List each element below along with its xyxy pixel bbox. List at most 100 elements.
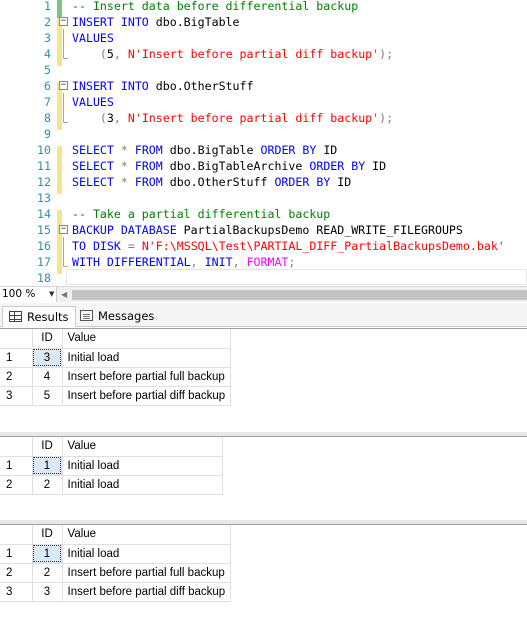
code-line[interactable]: 8 (3, N'Insert before partial diff backu…	[0, 110, 527, 126]
results-tabstrip: Results Messages	[0, 303, 527, 327]
row-number[interactable]: 2	[0, 563, 33, 583]
line-number: 16	[37, 239, 51, 253]
fold-guide	[63, 237, 64, 266]
row-number[interactable]: 2	[0, 367, 33, 387]
tab-messages-label: Messages	[98, 309, 155, 323]
id-cell[interactable]: 3	[32, 348, 63, 368]
value-cell[interactable]: Initial load	[62, 475, 223, 495]
id-cell[interactable]: 1	[32, 456, 63, 476]
row-number[interactable]: 3	[0, 582, 33, 602]
tab-results[interactable]: Results	[2, 306, 76, 327]
line-number: 5	[44, 63, 51, 77]
grid-splitter[interactable]	[0, 520, 527, 524]
value-cell[interactable]: Insert before partial full backup	[62, 367, 232, 387]
code-line[interactable]: 14-- Take a partial differential backup	[0, 206, 527, 222]
row-number-header[interactable]	[0, 437, 33, 457]
horizontal-scrollbar-thumb[interactable]	[72, 290, 527, 300]
line-number: 11	[37, 159, 51, 173]
code-line[interactable]: 4 (5, N'Insert before partial diff backu…	[0, 46, 527, 62]
zoom-select[interactable]: 100 % ▼	[0, 287, 57, 302]
line-number: 13	[37, 191, 51, 205]
collapse-icon[interactable]: −	[59, 16, 68, 26]
row-number[interactable]: 1	[0, 348, 33, 368]
row-number[interactable]: 1	[0, 544, 33, 564]
collapse-icon[interactable]: −	[59, 224, 68, 234]
column-header[interactable]: Value	[62, 329, 232, 349]
code-line[interactable]: 13	[0, 190, 527, 206]
column-header[interactable]: Value	[62, 525, 232, 545]
code-text: -- Insert data before differential backu…	[72, 0, 359, 13]
value-cell[interactable]: Insert before partial full backup	[62, 563, 232, 583]
code-text: VALUES	[72, 95, 114, 109]
code-text: (3, N'Insert before partial diff backup'…	[99, 111, 394, 125]
code-line[interactable]: 7 VALUES	[0, 94, 527, 110]
code-line[interactable]: 9	[0, 126, 527, 142]
column-header[interactable]: Value	[62, 437, 223, 457]
collapse-icon[interactable]: −	[59, 80, 68, 90]
code-line[interactable]: 15 BACKUP DATABASE PartialBackupsDemo REA…	[0, 222, 527, 238]
row-number-header[interactable]	[0, 525, 33, 545]
fold-guide	[63, 93, 64, 122]
tab-results-label: Results	[27, 310, 69, 324]
line-number: 9	[44, 127, 51, 141]
code-line[interactable]: 3 VALUES	[0, 30, 527, 46]
line-number: 7	[44, 95, 51, 109]
code-text: BACKUP DATABASE PartialBackupsDemo READ_…	[72, 223, 463, 237]
id-cell[interactable]: 4	[32, 367, 63, 387]
scroll-left-icon[interactable]: ◀	[61, 290, 68, 299]
column-header[interactable]: ID	[32, 329, 63, 349]
value-cell[interactable]: Initial load	[62, 348, 232, 368]
row-number[interactable]: 2	[0, 475, 33, 495]
code-text: -- Take a partial differential backup	[72, 207, 331, 221]
id-cell[interactable]: 5	[32, 386, 63, 406]
line-number: 3	[44, 31, 51, 45]
chevron-down-icon[interactable]: ▼	[49, 290, 55, 298]
code-text: WITH DIFFERENTIAL, INIT, FORMAT;	[72, 255, 296, 269]
id-cell[interactable]: 2	[32, 563, 63, 583]
row-number[interactable]: 1	[0, 456, 33, 476]
current-line-highlight	[66, 269, 527, 285]
row-number-header[interactable]	[0, 329, 33, 349]
value-cell[interactable]: Insert before partial diff backup	[62, 582, 232, 602]
line-number: 15	[37, 223, 51, 237]
value-cell[interactable]: Initial load	[62, 456, 223, 476]
tab-messages[interactable]: Messages	[74, 306, 160, 327]
code-line[interactable]: 5	[0, 62, 527, 78]
grid-icon	[9, 311, 22, 322]
code-line[interactable]: 1-- Insert data before differential back…	[0, 0, 527, 14]
id-cell[interactable]: 1	[32, 544, 63, 564]
code-line[interactable]: 18	[0, 270, 527, 286]
value-cell[interactable]: Insert before partial diff backup	[62, 386, 232, 406]
code-text: VALUES	[72, 31, 114, 45]
column-header[interactable]: ID	[32, 525, 63, 545]
query-editor[interactable]: 1-- Insert data before differential back…	[0, 0, 527, 286]
code-text: INSERT INTO dbo.BigTable	[72, 15, 240, 29]
code-line[interactable]: 11 SELECT * FROM dbo.BigTableArchive ORDE…	[0, 158, 527, 174]
grid-splitter[interactable]	[0, 432, 527, 436]
row-number[interactable]: 3	[0, 386, 33, 406]
value-cell[interactable]: Initial load	[62, 544, 232, 564]
column-header[interactable]: ID	[32, 437, 63, 457]
code-text: SELECT * FROM dbo.BigTableArchive ORDER …	[72, 159, 387, 173]
id-cell[interactable]: 3	[32, 582, 63, 602]
id-cell[interactable]: 2	[32, 475, 63, 495]
